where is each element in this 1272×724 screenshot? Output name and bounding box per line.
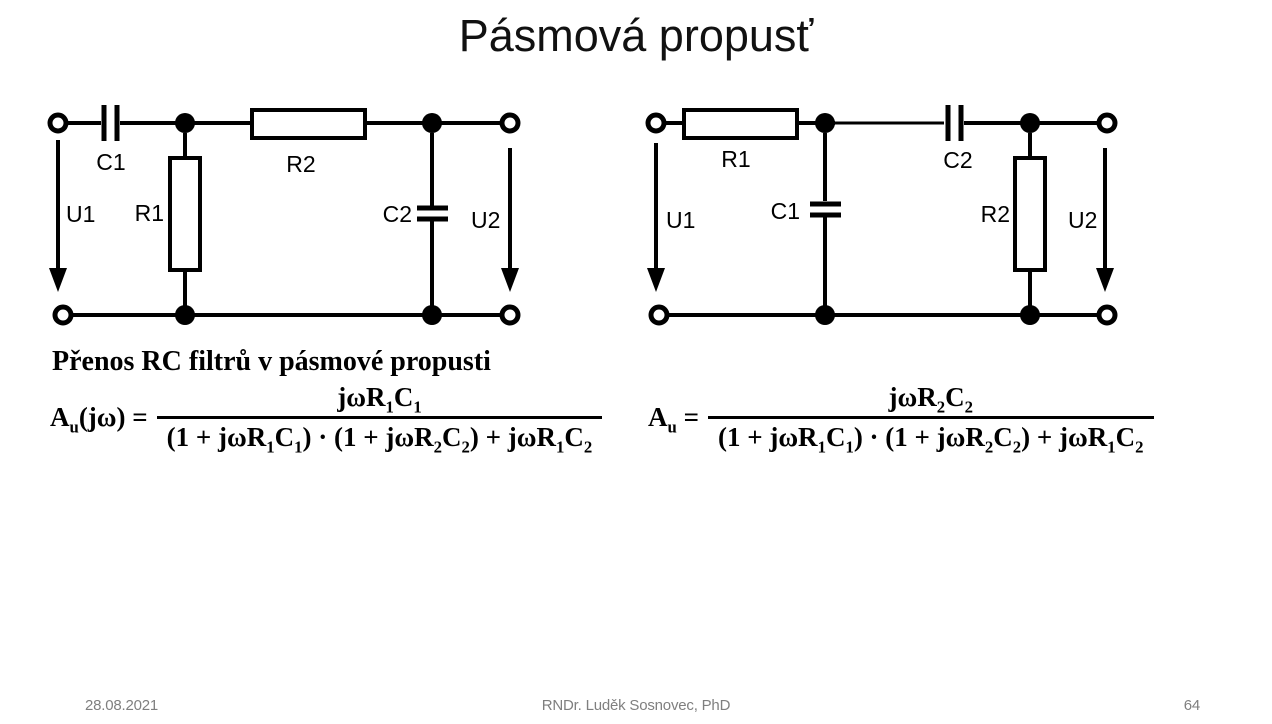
page-title: Pásmová propusť [458,10,814,61]
label-r1: R1 [135,200,164,226]
label-u1: U1 [66,201,95,227]
formula-lhs: Au = [648,402,699,437]
label-r2: R2 [286,151,315,177]
wires [664,121,1099,317]
capacitor-c1-shunt [810,201,841,218]
formula-denominator: (1 + jωR1C1) · (1 + jωR2C2) + jωR1C2 [156,416,603,455]
formula-lhs: Au(jω) = [50,402,148,437]
label-c1: C1 [771,198,800,224]
u1-voltage-arrow [647,143,665,292]
junction-dots [175,113,442,325]
footer-author: RNDr. Luděk Sosnovec, PhD [541,697,731,714]
terminal-circles [47,112,521,326]
transfer-formula-right: Au = jωR2C2 (1 + jωR1C1) · (1 + jωR2C2) … [648,382,1154,455]
resistor-r2-shunt [1013,156,1047,272]
u2-voltage-arrow [501,148,519,292]
bandpass-circuit-left: C1 R1 R2 C2 U1 U2 [47,105,521,326]
resistor-r1-series [682,108,799,140]
section-heading: Přenos RC filtrů v pásmové propusti [52,346,491,377]
terminal-circles [645,112,1118,326]
footer-date: 28.08.2021 [85,697,159,714]
label-c2: C2 [383,201,412,227]
capacitor-c2-shunt [417,205,448,222]
label-c1: C1 [96,149,125,175]
resistor-r2-series [250,108,367,140]
transfer-formula-left: Au(jω) = jωR1C1 (1 + jωR1C1) · (1 + jωR2… [50,382,603,455]
formula-fraction: jωR2C2 (1 + jωR1C1) · (1 + jωR2C2) + jωR… [707,382,1154,455]
label-c2: C2 [943,147,972,173]
label-u2: U2 [471,207,500,233]
label-u1: U1 [666,207,695,233]
u1-voltage-arrow [49,140,67,292]
label-u2: U2 [1068,207,1097,233]
formula-fraction: jωR1C1 (1 + jωR1C1) · (1 + jωR2C2) + jωR… [156,382,603,455]
junction-dots [815,113,1040,325]
u2-voltage-arrow [1096,148,1114,292]
formula-numerator: jωR2C2 [888,382,973,417]
capacitor-c1-series [101,105,120,141]
formula-denominator: (1 + jωR1C1) · (1 + jωR2C2) + jωR1C2 [707,416,1154,455]
label-r2: R2 [981,201,1010,227]
capacitor-c2-series [945,105,964,141]
footer-page-number: 64 [1183,697,1201,714]
bandpass-circuit-right: R1 C2 C1 R2 U1 U2 [645,105,1118,326]
formula-numerator: jωR1C1 [337,382,422,417]
resistor-r1-shunt [168,156,202,272]
label-r1: R1 [721,146,750,172]
